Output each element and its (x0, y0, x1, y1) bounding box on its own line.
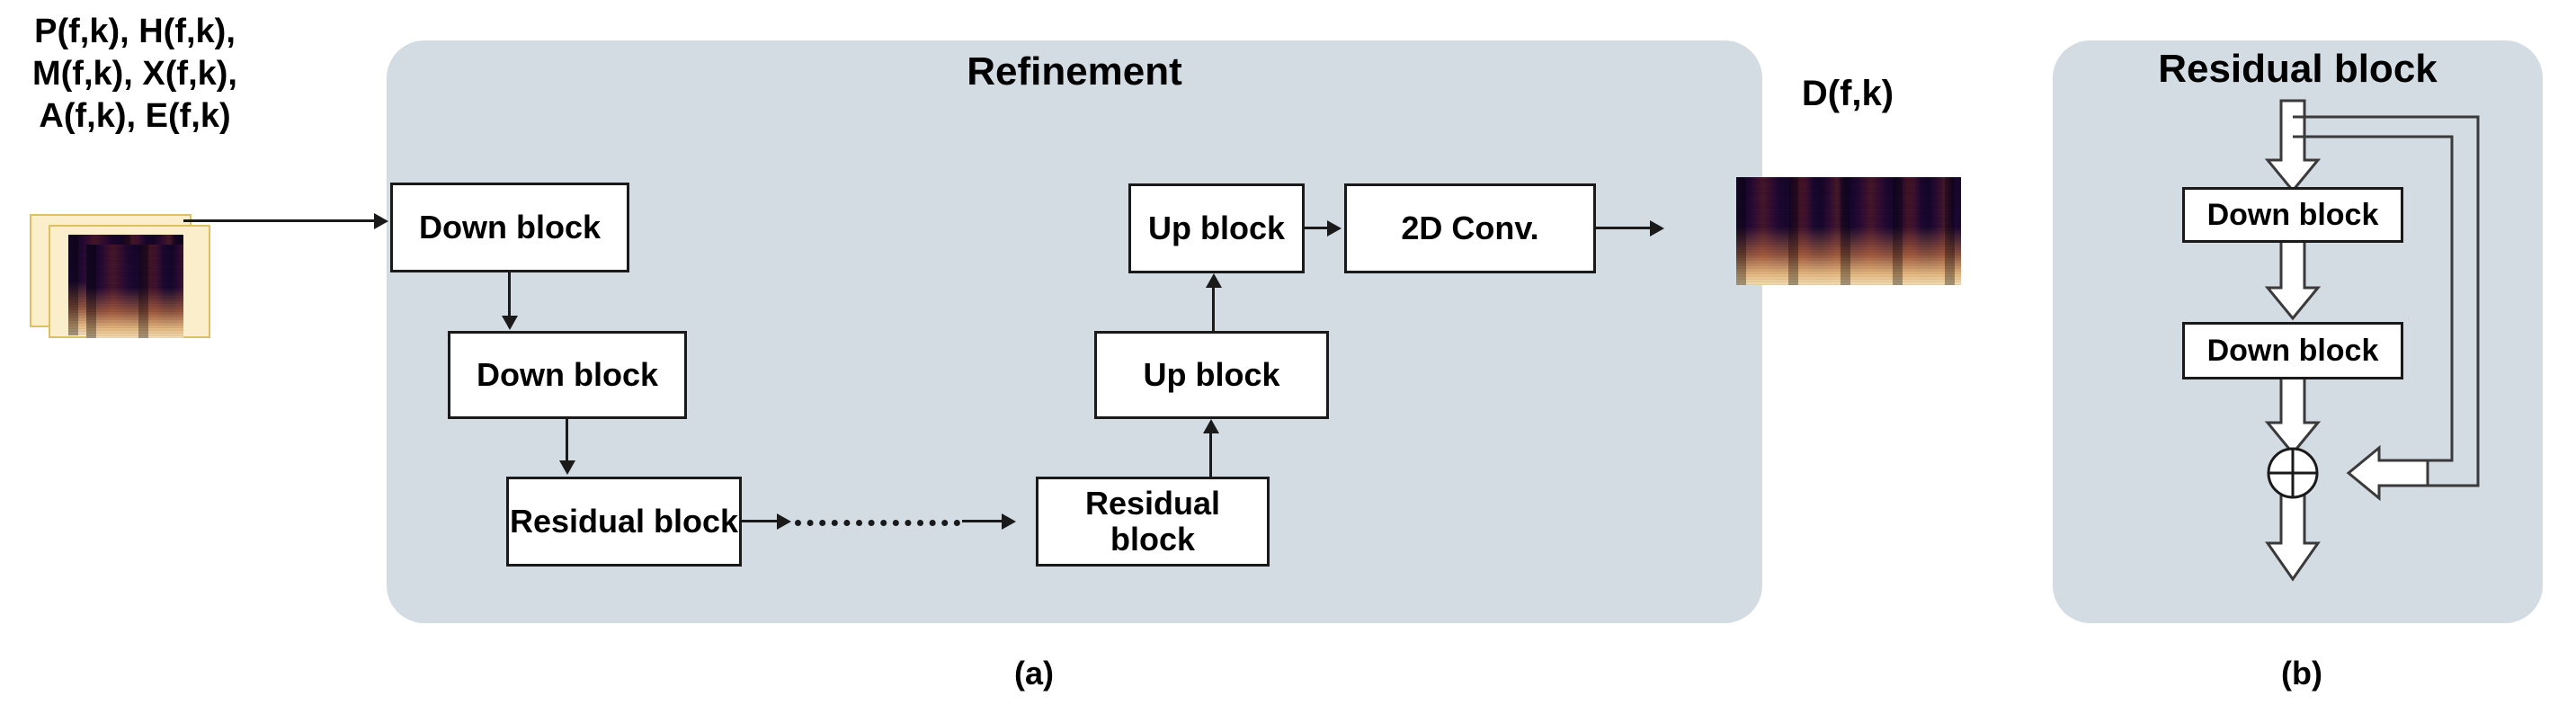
connector-up-lower-to-up-upper (1212, 288, 1215, 331)
block-arrow-to-sum (2264, 376, 2322, 456)
connector-residual-left-out (742, 520, 781, 522)
block-arrow-input (2264, 99, 2322, 193)
skip-line-inner (2293, 135, 2454, 462)
residual-block-panel-title: Residual block (2158, 47, 2438, 91)
connector-down1-to-down2 (508, 272, 511, 317)
skip-line-outer (2293, 115, 2480, 487)
arrowhead-input-to-down1 (374, 213, 388, 229)
connector-input-to-down1 (183, 219, 376, 222)
arrowhead-conv-to-output (1650, 220, 1664, 237)
block-arrow-between-downs (2264, 239, 2322, 321)
arrowhead-down2-to-residual (559, 460, 575, 475)
down-block-1-b[interactable]: Down block (2182, 187, 2403, 243)
input-line-3: A(f,k), E(f,k) (39, 97, 231, 136)
sum-node (2267, 447, 2319, 499)
residual-block-left[interactable]: Residual block (506, 477, 742, 567)
arrowhead-residual-left-out (777, 513, 791, 530)
connector-conv-to-output (1596, 227, 1653, 229)
arrowhead-up-to-conv (1327, 220, 1341, 237)
output-spectrogram (1736, 177, 1961, 285)
caption-panel-b: (b) (2281, 655, 2322, 692)
arrowhead-up-lower-to-up-upper (1206, 273, 1222, 288)
residual-block-right[interactable]: Residual block (1036, 477, 1270, 567)
input-spectrogram-front (86, 245, 183, 338)
up-block-upper[interactable]: Up block (1128, 183, 1305, 273)
down-block-1[interactable]: Down block (390, 183, 629, 272)
caption-panel-a: (a) (1014, 655, 1054, 692)
input-line-1: P(f,k), H(f,k), (34, 13, 236, 50)
block-arrow-skip-into-sum (2346, 444, 2429, 502)
output-signal-label: D(f,k) (1801, 74, 1894, 113)
connector-down2-to-residual (566, 419, 568, 462)
connector-up-to-conv (1305, 227, 1331, 229)
block-arrow-output (2265, 491, 2321, 582)
input-line-2: M(f,k), X(f,k), (32, 55, 237, 94)
connector-dotted-repeat (795, 520, 960, 526)
conv-block[interactable]: 2D Conv. (1344, 183, 1596, 273)
connector-residual-to-up-lower (1209, 433, 1212, 477)
connector-residual-right-in (962, 520, 1005, 522)
arrowhead-down1-to-down2 (502, 316, 518, 330)
down-block-2-b[interactable]: Down block (2182, 322, 2403, 379)
up-block-lower[interactable]: Up block (1094, 331, 1329, 419)
down-block-2[interactable]: Down block (448, 331, 687, 419)
input-signals-label: P(f,k), H(f,k), M(f,k), X(f,k), A(f,k), … (0, 11, 270, 138)
refinement-panel-title: Refinement (967, 49, 1182, 94)
arrowhead-residual-to-up-lower (1203, 419, 1219, 433)
arrowhead-residual-right-in (1002, 513, 1016, 530)
